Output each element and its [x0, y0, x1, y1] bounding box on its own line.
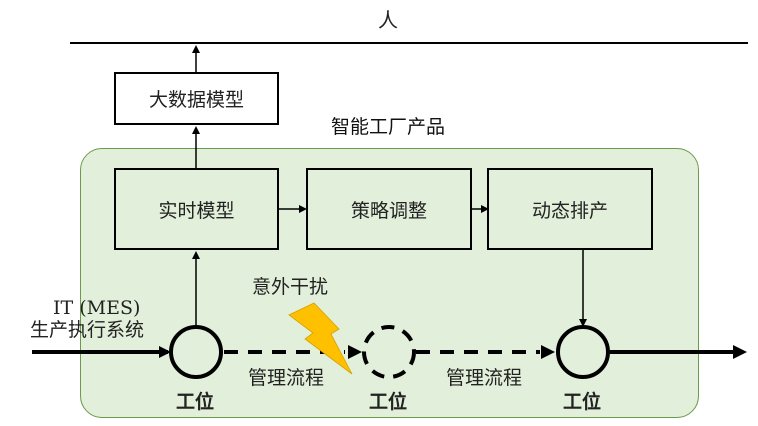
flow-label-1: 管理流程 — [248, 367, 325, 389]
station-1-circle — [169, 325, 223, 379]
input-label-line2: 生产执行系统 — [30, 319, 145, 341]
output-arrowhead — [733, 345, 747, 359]
realtime-model-label: 实时模型 — [158, 199, 235, 222]
group-title: 智能工厂产品 — [331, 116, 446, 138]
dynamic-scheduling-box: 动态排产 — [487, 168, 653, 250]
dashed-flow-1-arrowhead — [348, 345, 362, 359]
dashed-flow-2-arrowhead — [541, 345, 555, 359]
station-3-circle — [556, 325, 610, 379]
flow-label-2: 管理流程 — [446, 367, 523, 389]
station-2-label: 工位 — [369, 391, 408, 413]
dynamic-scheduling-label: 动态排产 — [531, 199, 608, 222]
big-data-model-label: 大数据模型 — [148, 89, 244, 111]
station-1-label: 工位 — [176, 391, 215, 413]
station-3-label: 工位 — [563, 391, 602, 413]
strategy-adjust-label: 策略调整 — [350, 199, 427, 222]
people-label: 人 — [378, 8, 398, 32]
realtime-model-box: 实时模型 — [114, 168, 279, 250]
big-data-model-box: 大数据模型 — [114, 72, 279, 125]
lightning-icon — [288, 302, 353, 375]
station-2-circle — [362, 325, 416, 379]
disturbance-label: 意外干扰 — [252, 276, 329, 298]
input-label-line1: IT (MES) — [53, 297, 141, 319]
strategy-adjust-box: 策略调整 — [306, 168, 472, 250]
